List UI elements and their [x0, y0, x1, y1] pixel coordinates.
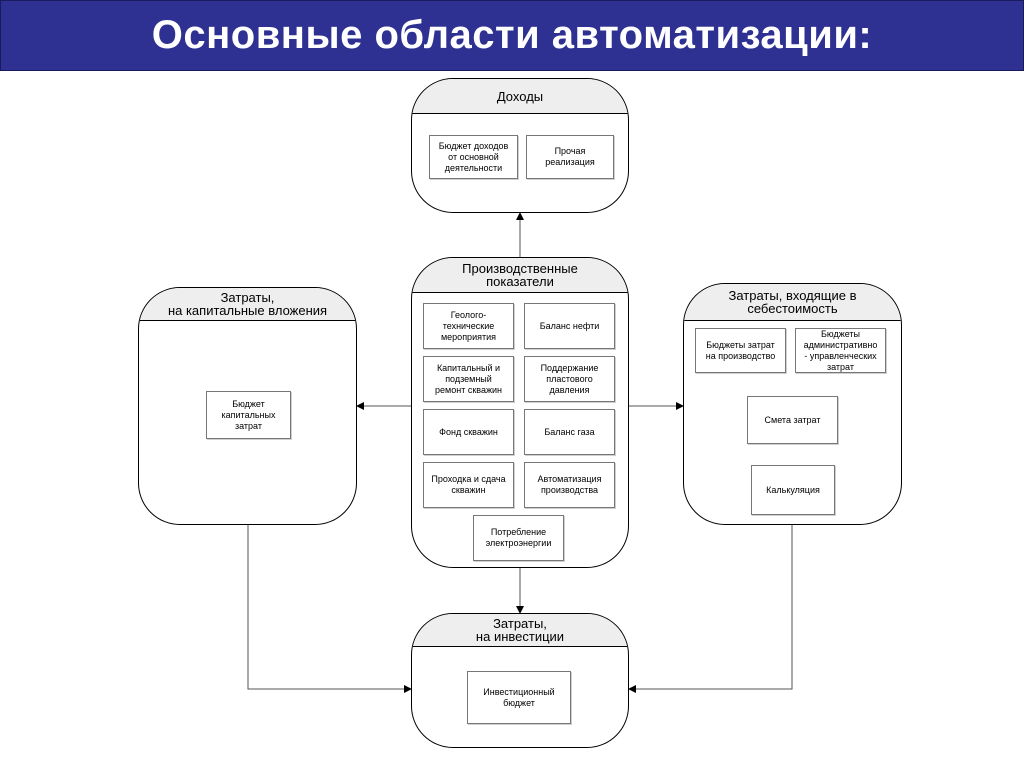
investment-block: Затраты, на инвестиции Инвестиционный бю…	[411, 613, 629, 748]
title-bar: Основные области автоматизации:	[0, 0, 1024, 71]
income-header: Доходы	[412, 79, 628, 114]
investment-box-budget: Инвестиционный бюджет	[467, 671, 571, 724]
cost-box-estimate: Смета затрат	[747, 396, 838, 444]
cost-block: Затраты, входящие в себестоимость Бюджет…	[683, 283, 902, 525]
cost-box-production-budgets: Бюджеты затрат на производство	[695, 328, 786, 373]
production-box-geo-tech: Геолого- технические мероприятия	[423, 303, 514, 349]
income-block: Доходы Бюджет доходов от основной деятел…	[411, 78, 629, 213]
income-box-main-activity: Бюджет доходов от основной деятельности	[429, 135, 518, 179]
cost-header: Затраты, входящие в себестоимость	[684, 284, 901, 321]
production-box-oil-balance: Баланс нефти	[524, 303, 615, 349]
cost-box-calculation: Калькуляция	[751, 465, 835, 515]
slide-title: Основные области автоматизации:	[151, 13, 873, 57]
capital-header: Затраты, на капитальные вложения	[139, 288, 356, 321]
production-box-reservoir-pressure: Поддержание пластового давления	[524, 356, 615, 402]
production-block: Производственные показатели Геолого- тех…	[411, 257, 629, 568]
production-box-automation: Автоматизация производства	[524, 462, 615, 508]
cost-box-admin-budgets: Бюджеты административно - управленческих…	[795, 328, 886, 373]
production-box-well-repair: Капитальный и подземный ремонт скважин	[423, 356, 514, 402]
arrow-capital-to-investment	[247, 525, 412, 693]
production-box-drilling: Проходка и сдача скважин	[423, 462, 514, 508]
income-box-other-sales: Прочая реализация	[526, 135, 614, 179]
arrow-cost-to-investment	[628, 525, 793, 693]
production-box-gas-balance: Баланс газа	[524, 409, 615, 455]
investment-header: Затраты, на инвестиции	[412, 614, 628, 647]
capital-box-budget: Бюджет капитальных затрат	[206, 391, 291, 439]
production-box-well-stock: Фонд скважин	[423, 409, 514, 455]
production-header: Производственные показатели	[412, 258, 628, 293]
production-box-power-consumption: Потребление электроэнергии	[473, 515, 564, 561]
capital-block: Затраты, на капитальные вложения Бюджет …	[138, 287, 357, 525]
